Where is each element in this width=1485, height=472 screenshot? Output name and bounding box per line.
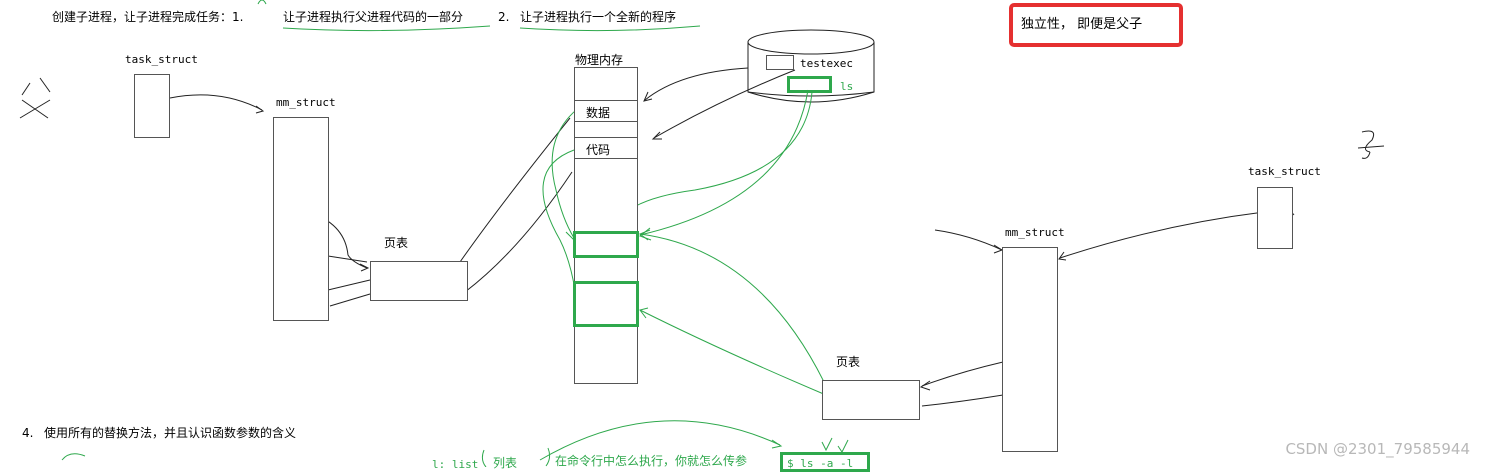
- arrow-mm-to-pt: [313, 213, 368, 269]
- child-task-struct: [1257, 187, 1293, 249]
- arrow-child-task-to-mm: [1059, 211, 1265, 259]
- arrow-pt-to-code: [464, 171, 573, 293]
- task2-number: 2.: [498, 10, 510, 24]
- parent-task-struct-label: task_struct: [125, 53, 198, 66]
- disk-cylinder: [747, 29, 875, 103]
- new-program-code-frame: [573, 281, 639, 327]
- child-handwriting: [1357, 130, 1385, 159]
- arrow-child-pt: [921, 361, 1004, 387]
- child-mm-struct: [1002, 247, 1058, 452]
- memory-code-block: [574, 137, 638, 159]
- testexec-file-icon: [766, 55, 794, 70]
- task2-underline: [519, 25, 701, 32]
- memory-data-block: [574, 100, 638, 122]
- l-list-label: l: list: [432, 458, 479, 471]
- testexec-label: testexec: [800, 57, 853, 70]
- green-arrow-disk-down: [611, 91, 813, 233]
- cmd-example: $ ls -a -l: [787, 457, 854, 470]
- arrow-pt-to-data: [459, 117, 571, 263]
- cmdline-hint: 在命令行中怎么执行，你就怎么传参: [555, 454, 748, 468]
- task-intro: 创建子进程，让子进程完成任务：1.: [52, 10, 244, 24]
- parent-mm-struct: [273, 117, 329, 321]
- child-task-struct-label: task_struct: [1248, 165, 1321, 178]
- green-list-bracket: [481, 447, 551, 467]
- independence-note: 独立性， 即便是父子: [1021, 17, 1143, 32]
- item4-number: 4.: [22, 426, 34, 440]
- child-page-table: [822, 380, 920, 420]
- independence-note-box: 独立性， 即便是父子: [1009, 3, 1183, 47]
- green-arrow-code-to-box2: [542, 149, 576, 291]
- task1-text: 让子进程执行父进程代码的一部分: [283, 10, 464, 24]
- parent-mm-struct-label: mm_struct: [276, 96, 336, 109]
- green-arrow-child-pt-to-box1: [639, 233, 827, 387]
- new-program-data-frame: [573, 231, 639, 258]
- green-arrow-data-to-box1: [551, 99, 591, 239]
- memory-code-label: 代码: [586, 143, 611, 157]
- green-arrow-cmd-to-hint: [539, 420, 781, 461]
- physical-memory-title: 物理内存: [575, 53, 624, 67]
- header-curl: [257, 0, 267, 5]
- green-arrow-child-pt-to-box2: [639, 309, 827, 396]
- watermark: CSDN @2301_79585944: [1285, 440, 1470, 458]
- arrow-disk-to-mem2: [653, 69, 796, 139]
- parent-task-struct: [134, 74, 170, 138]
- ls-label: ls: [840, 80, 854, 93]
- arrow-disk-to-mem: [644, 67, 749, 101]
- item4-text: 使用所有的替换方法，并且认识函数参数的含义: [44, 426, 297, 440]
- list-word: 列表: [493, 456, 518, 470]
- parent-page-table-label: 页表: [384, 236, 409, 250]
- cmd-example-box: $ ls -a -l: [780, 452, 870, 472]
- task1-underline: [282, 25, 491, 32]
- memory-data-label: 数据: [586, 106, 611, 120]
- task2-text: 让子进程执行一个全新的程序: [520, 10, 677, 24]
- ls-program-box: [787, 76, 832, 93]
- arrow-child-mm-in: [934, 229, 1003, 251]
- parent-page-table: [370, 261, 468, 301]
- parent-handwriting: [19, 77, 51, 119]
- arrow-task-to-mm: [169, 94, 263, 111]
- child-page-table-label: 页表: [836, 355, 861, 369]
- green-arrow-disk-to-box1: [639, 89, 809, 236]
- child-mm-struct-label: mm_struct: [1005, 226, 1065, 239]
